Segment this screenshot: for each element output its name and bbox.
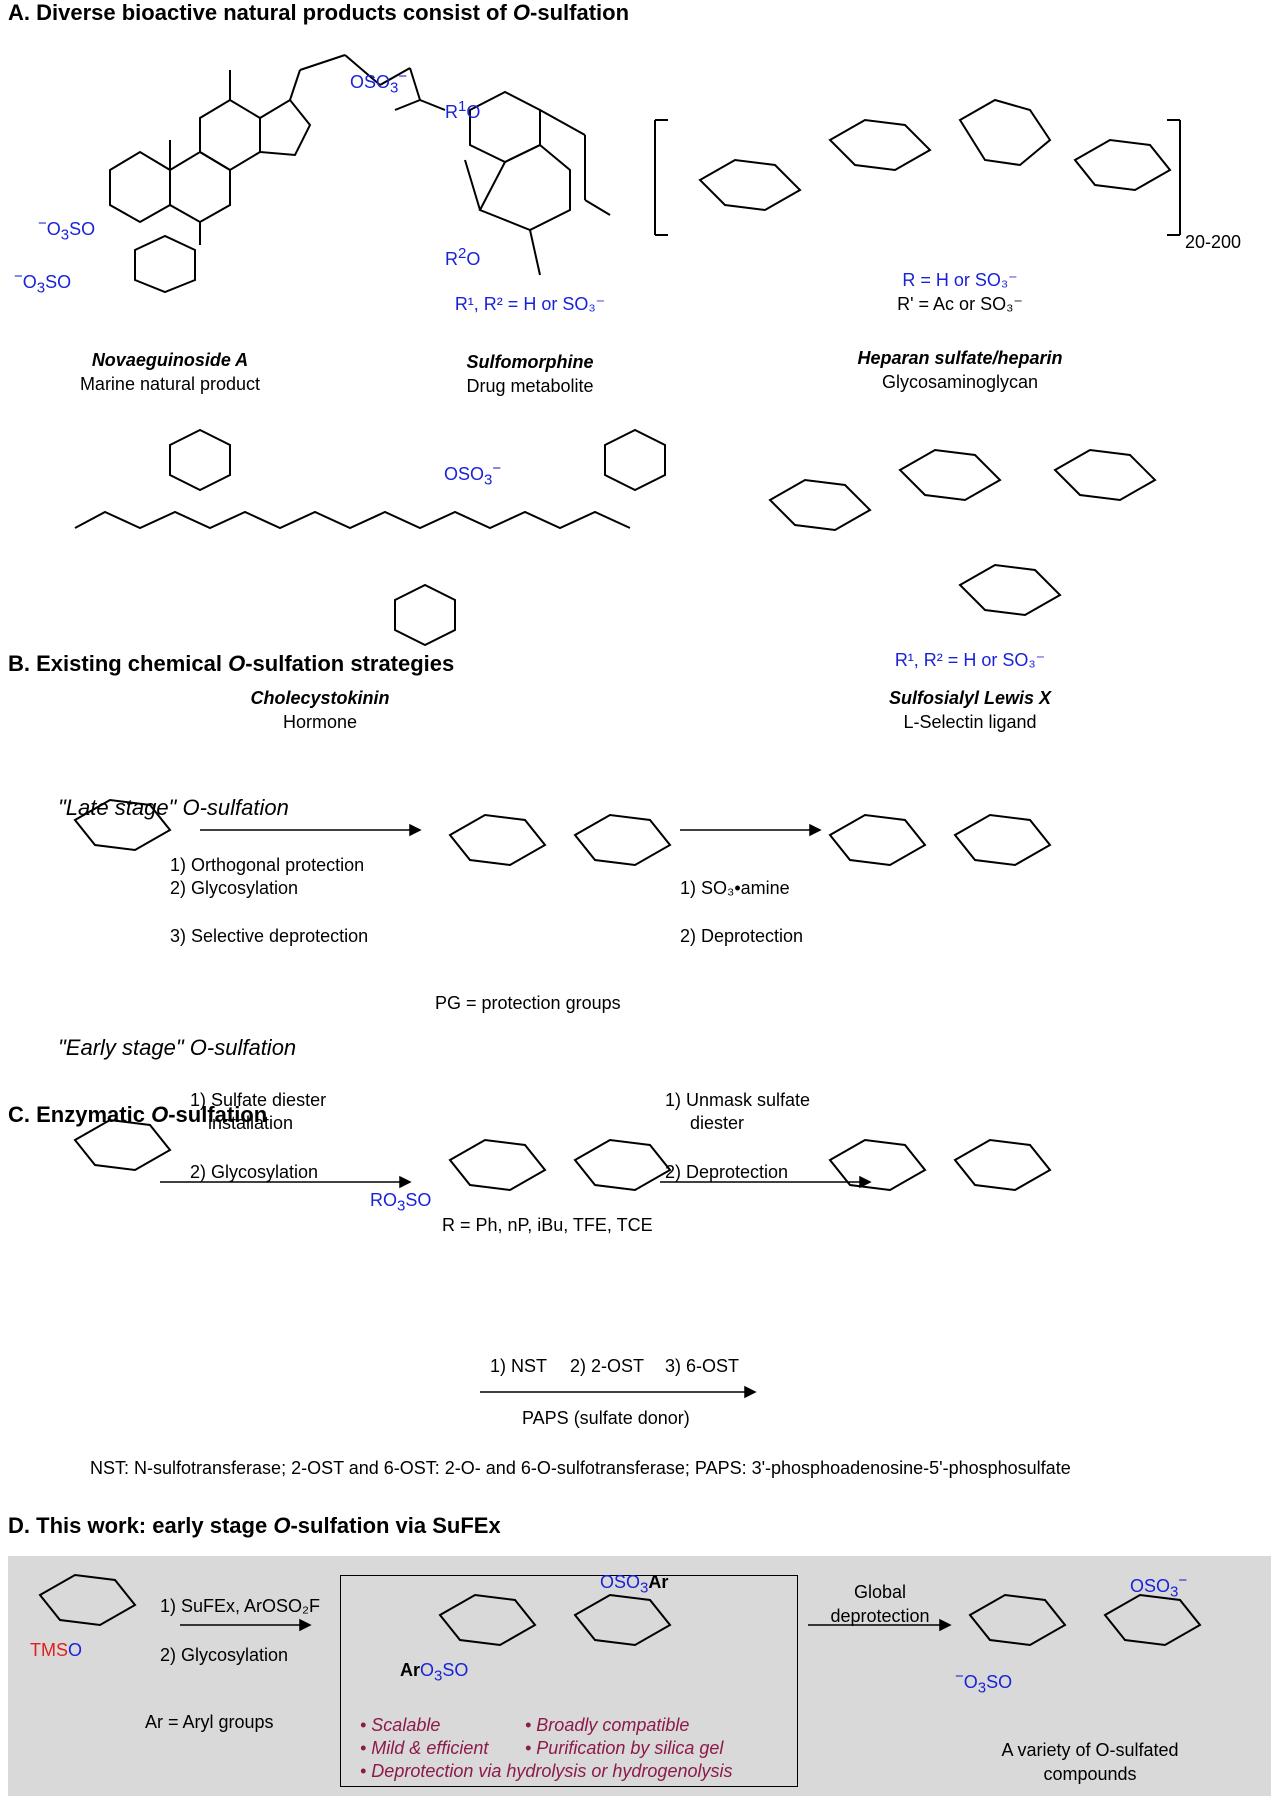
enz-step-3: 3) 6-OST (665, 1356, 740, 1376)
global-deprotection: Global deprotection (830, 1582, 930, 1626)
early-ro3so-label: RO3SO (370, 1190, 432, 1215)
rdef-lewisx: R¹, R² = H or SO₃⁻ (894, 650, 1046, 670)
osulf-label-2: −O3SO (38, 215, 96, 244)
caption-novaeguinoside: Novaeguinoside A Marine natural product (79, 350, 261, 394)
section-a-title: A. Diverse bioactive natural products co… (8, 0, 630, 25)
caption-lewisx: Sulfosialyl Lewis X L-Selectin ligand (888, 688, 1052, 732)
enz-donor: PAPS (sulfate donor) (522, 1408, 690, 1428)
section-d-title: D. This work: early stage O-sulfation vi… (8, 1513, 501, 1538)
late-stage-title: "Late stage" O-sulfation (58, 795, 289, 820)
result-caption: A variety of O-sulfated compounds (1001, 1740, 1179, 1784)
tmso-label: TMSO (30, 1640, 83, 1660)
this-work-step1: 1) SuFEx, ArOSO₂F (160, 1596, 321, 1616)
rdef-sulfomorphine: R¹, R² = H or SO₃⁻ (454, 294, 606, 314)
early-step1-a: 1) Sulfate diester (190, 1090, 327, 1110)
early-r-def: R = Ph, nP, iBu, TFE, TCE (442, 1215, 653, 1235)
late-step2-a: 1) SO₃•amine (680, 878, 790, 898)
caption-heparan: Heparan sulfate/heparin Glycosaminoglyca… (857, 348, 1063, 392)
enz-step-1: 1) NST (490, 1356, 548, 1376)
caption-cholecystokinin: Cholecystokinin Hormone (250, 688, 390, 732)
early-step1-b: installation (208, 1113, 294, 1133)
late-stage-rings (73, 798, 1052, 867)
lewisx-skeleton (768, 448, 1157, 617)
final-o3so-label: −O3SO (955, 1668, 1013, 1697)
oso3ar-label: OSO3Ar (600, 1572, 669, 1597)
caption-sulfomorphine: Sulfomorphine Drug metabolite (466, 352, 594, 396)
late-step1-b: 2) Glycosylation (170, 878, 299, 898)
bullet-compatible: • Broadly compatible (525, 1715, 690, 1735)
enz-step-2: 2) 2-OST (570, 1356, 645, 1376)
cck-osulf-label: OSO3− (444, 460, 502, 489)
late-step2-b: 2) Deprotection (680, 926, 804, 946)
aro3so-label: ArO3SO (400, 1660, 469, 1685)
bullet-scalable: • Scalable (360, 1715, 441, 1735)
late-step1-a: 1) Orthogonal protection (170, 855, 365, 875)
r1o-label: R1O (445, 98, 481, 122)
final-oso3-label: OSO3− (1130, 1572, 1188, 1601)
this-work-step2: 2) Glycosylation (160, 1645, 289, 1665)
early-stage-title: "Early stage" O-sulfation (58, 1035, 297, 1060)
section-b-title: B. Existing chemical O-sulfation strateg… (8, 651, 455, 676)
late-step1-c: 3) Selective deprotection (170, 926, 369, 946)
cholecystokinin-backbone (74, 428, 666, 647)
heparan-repeat: 20-200 (1185, 232, 1242, 252)
early-step2-b: diester (690, 1113, 745, 1133)
late-pg-def: PG = protection groups (435, 993, 621, 1013)
this-work-box (340, 1575, 798, 1787)
novaeguinoside-skeleton (109, 54, 446, 294)
osulf-label-3: −O3SO (14, 268, 72, 297)
sulfomorphine-skeleton (464, 90, 611, 276)
early-step1-c: 2) Glycosylation (190, 1162, 319, 1182)
early-step2-c: 2) Deprotection (665, 1162, 789, 1182)
enz-footnote: NST: N-sulfotransferase; 2-OST and 6-OST… (90, 1458, 1071, 1478)
bullet-deprotection: • Deprotection via hydrolysis or hydroge… (360, 1761, 733, 1781)
bullet-mild: • Mild & efficient (360, 1738, 489, 1758)
heparan-skeleton (654, 98, 1181, 236)
early-stage-rings (73, 1118, 1052, 1192)
osulf-label-1: OSO3− (350, 68, 408, 97)
r2o-label: R2O (445, 245, 481, 269)
rdef-heparan: R = H or SO₃⁻ R' = Ac or SO₃⁻ (897, 270, 1023, 314)
ar-def: Ar = Aryl groups (145, 1712, 274, 1732)
bullet-silica: • Purification by silica gel (525, 1738, 724, 1758)
early-step2-a: 1) Unmask sulfate (665, 1090, 811, 1110)
